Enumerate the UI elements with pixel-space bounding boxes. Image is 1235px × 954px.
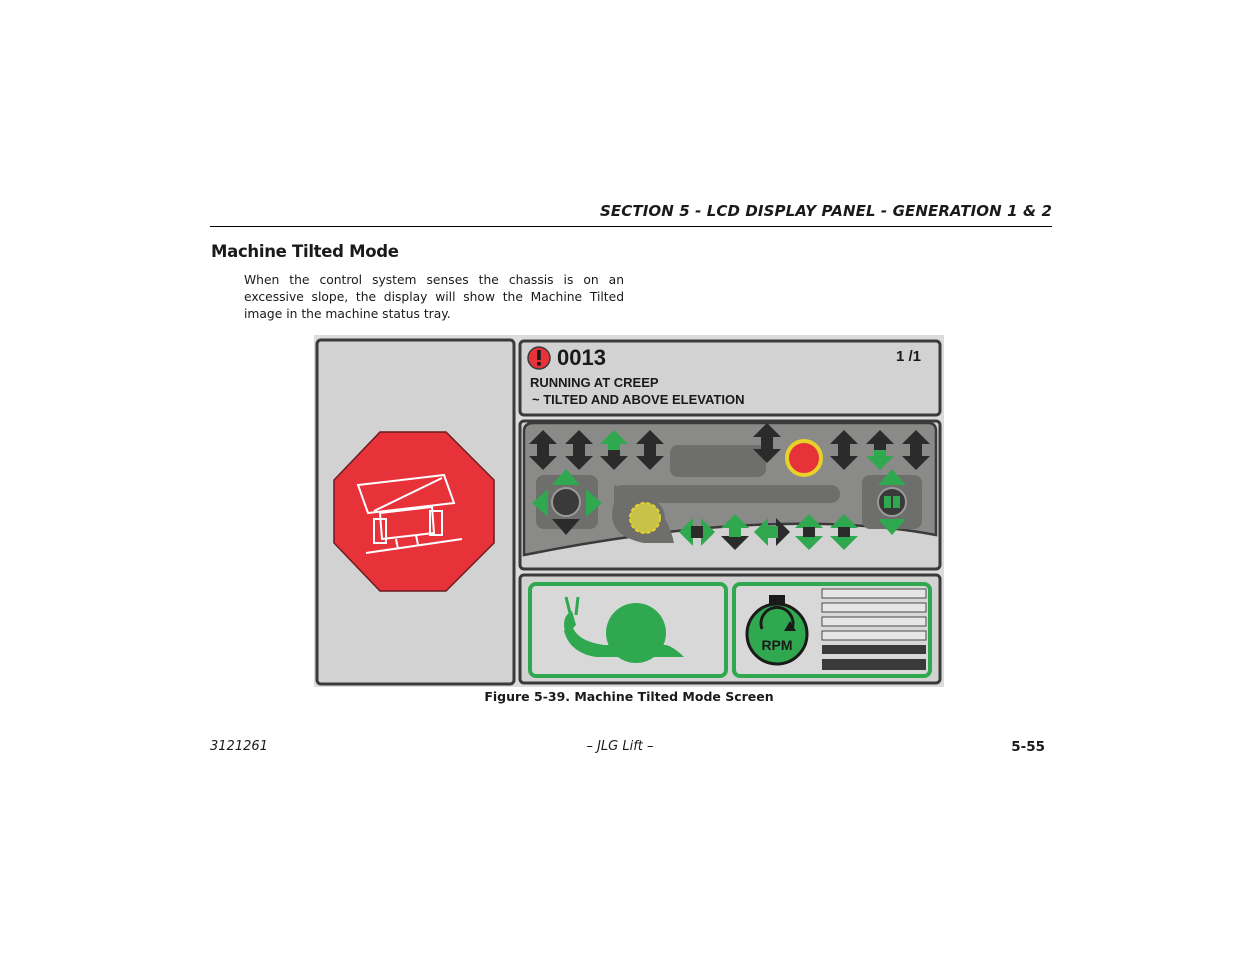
speed-dial-icon [625,498,665,538]
lcd-display-illustration: 0013 1 /1 RUNNING AT CREEP ~ TILTED AND … [314,335,944,687]
footer-page-number: 5-55 [1011,739,1045,755]
fault-alert-icon [527,346,551,370]
function-arrows-top-row [529,423,930,470]
arrow-icon [866,430,894,470]
snail-creep-icon [564,596,684,663]
arrow-icon [795,514,823,550]
message-line-1: RUNNING AT CREEP [530,375,659,390]
section-title: Machine Tilted Mode [211,242,399,261]
footer-doc-number: 3121261 [210,739,268,754]
rpm-level-bars [821,588,927,670]
panel-slider-track [614,485,840,503]
header-rule [210,226,1052,227]
lcd-figure: 0013 1 /1 RUNNING AT CREEP ~ TILTED AND … [314,335,944,687]
rpm-icon: RPM [745,595,809,666]
left-joystick-icon [532,469,602,535]
page-indicator: 1 /1 [896,348,921,365]
rpm-label: RPM [761,637,792,653]
machine-tilted-icon [333,431,495,592]
figure-caption: Figure 5-39. Machine Tilted Mode Screen [484,689,774,704]
emergency-stop-indicator [785,439,823,477]
right-joystick-icon [862,469,922,535]
arrow-icon [830,514,858,550]
arrow-icon [721,514,749,550]
panel-display-slot [670,445,766,477]
arrow-icon [600,430,628,470]
function-arrows-bottom-row [679,514,858,550]
fault-code: 0013 [557,345,606,370]
arrow-icon [679,518,715,546]
arrow-icon [754,518,790,546]
body-paragraph: When the control system senses the chass… [244,273,624,321]
footer-center-text: – JLG Lift – [586,739,654,754]
message-box [518,339,942,417]
message-line-2: ~ TILTED AND ABOVE ELEVATION [532,392,744,407]
section-header: SECTION 5 - LCD DISPLAY PANEL - GENERATI… [600,202,1052,220]
